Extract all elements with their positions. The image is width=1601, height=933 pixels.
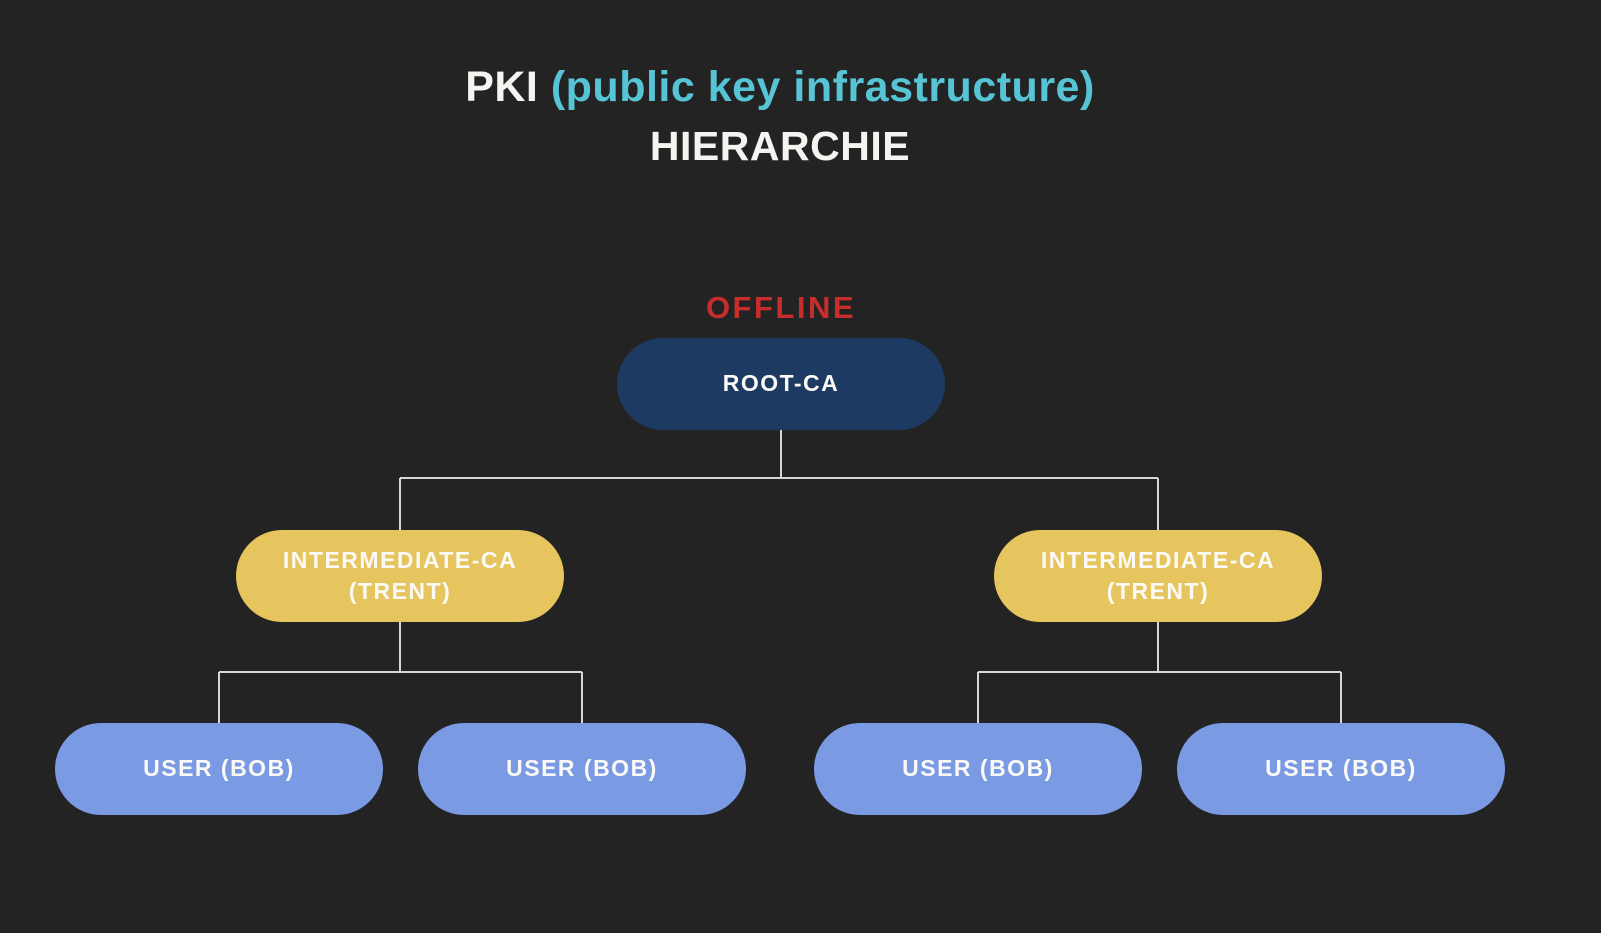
root-ca-node: ROOT-CA xyxy=(617,338,945,430)
user-label: USER (BOB) xyxy=(1265,755,1417,782)
title-pki: PKI xyxy=(465,63,539,111)
user-node-2: USER (BOB) xyxy=(418,723,746,815)
intermediate-ca-node-right: INTERMEDIATE-CA (TRENT) xyxy=(994,530,1322,622)
title-line-1: PKI (public key infrastructure) xyxy=(0,66,1560,109)
user-label: USER (BOB) xyxy=(902,755,1054,782)
user-label: USER (BOB) xyxy=(143,755,295,782)
intermediate-ca-sublabel: (TRENT) xyxy=(1106,578,1210,604)
offline-status-label: OFFLINE xyxy=(705,290,857,325)
page-title: PKI (public key infrastructure) HIERARCH… xyxy=(0,66,1560,167)
user-node-1: USER (BOB) xyxy=(55,723,383,815)
root-ca-label: ROOT-CA xyxy=(722,370,840,397)
user-node-4: USER (BOB) xyxy=(1177,723,1505,815)
user-node-3: USER (BOB) xyxy=(814,723,1142,815)
user-label: USER (BOB) xyxy=(506,755,658,782)
intermediate-ca-sublabel: (TRENT) xyxy=(348,578,452,604)
title-line-2: HIERARCHIE xyxy=(649,123,911,169)
intermediate-ca-node-left: INTERMEDIATE-CA (TRENT) xyxy=(236,530,564,622)
title-subtitle-accent: (public key infrastructure) xyxy=(550,63,1095,111)
intermediate-ca-label: INTERMEDIATE-CA xyxy=(1040,546,1276,573)
intermediate-ca-label: INTERMEDIATE-CA xyxy=(282,546,518,573)
